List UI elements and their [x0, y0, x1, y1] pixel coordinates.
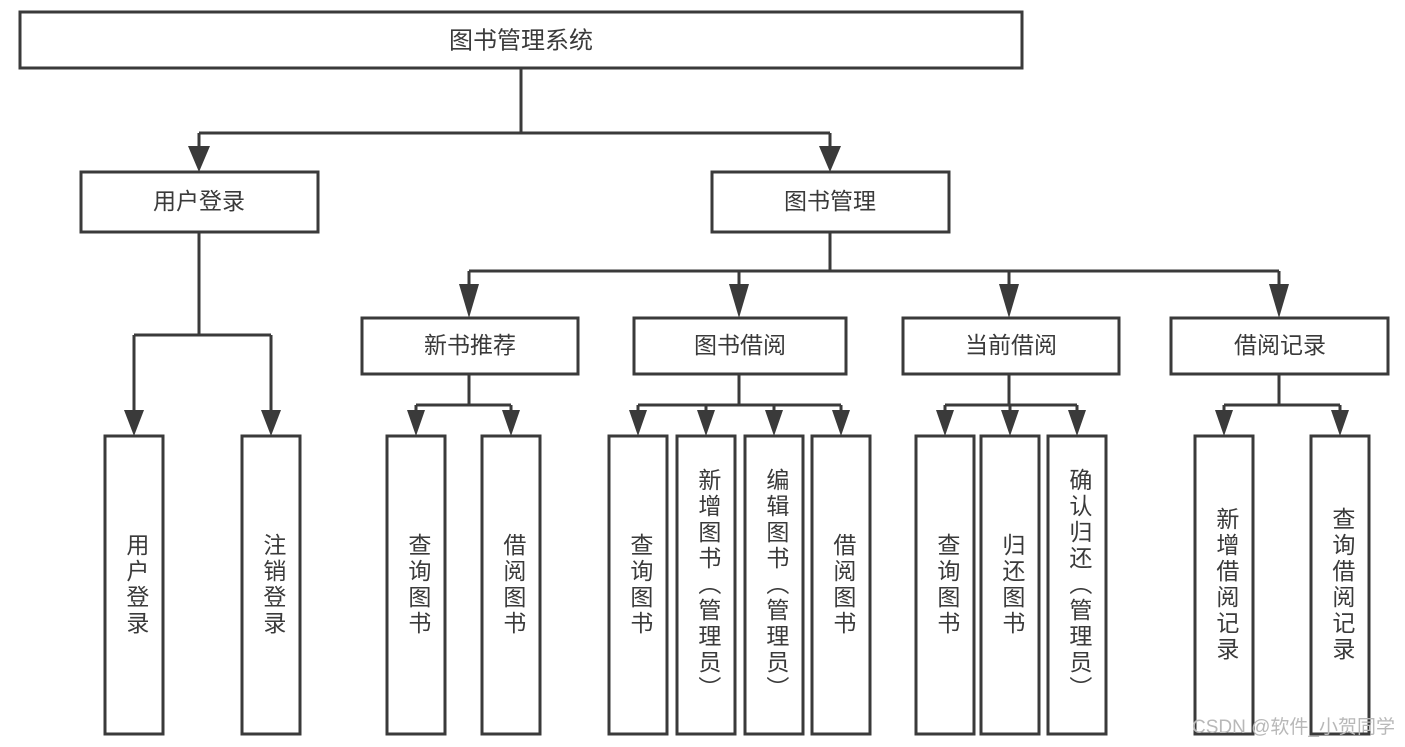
node-user-login-box[interactable]	[79, 170, 320, 234]
arrow-borrow	[729, 284, 749, 318]
leaf-query-book-new[interactable]: 查询图书	[385, 434, 447, 736]
leaf-borrow-book-borrow-label: 借阅图书	[830, 533, 857, 637]
leaf-add-borrow-record-label: 新增借阅记录	[1213, 507, 1240, 663]
connector-layer	[124, 68, 1349, 436]
node-book-borrow-label: 图书借阅	[694, 332, 786, 358]
arrow-leaf-logout	[261, 410, 281, 436]
leaf-query-book-borrow[interactable]: 查询图书	[607, 434, 669, 736]
leaf-query-book-new-box[interactable]	[385, 434, 447, 736]
node-new-book-recommend-box[interactable]	[360, 316, 580, 376]
leaf-confirm-return-admin-box[interactable]	[1046, 434, 1108, 736]
node-new-book-recommend-label: 新书推荐	[424, 332, 516, 358]
node-root-system[interactable]: 图书管理系统	[18, 10, 1024, 70]
leaf-logout-box[interactable]	[240, 434, 302, 736]
arrow-leaf-query-book-3	[936, 410, 954, 436]
arrow-leaf-query-book-2	[629, 410, 647, 436]
leaf-add-book-admin-label: 新增图书（管理员）	[695, 468, 722, 702]
arrow-record	[1269, 284, 1289, 318]
node-root-system-label: 图书管理系统	[449, 27, 593, 54]
arrow-current	[999, 284, 1019, 318]
arrow-user-login	[188, 146, 210, 172]
node-book-borrow-box[interactable]	[632, 316, 848, 376]
leaf-confirm-return-admin-label: 确认归还（管理员）	[1066, 468, 1093, 702]
leaf-add-book-admin-box[interactable]	[675, 434, 737, 736]
leaf-user-login-box[interactable]	[103, 434, 165, 736]
leaf-user-login[interactable]: 用户登录	[103, 434, 165, 736]
leaf-return-book[interactable]: 归还图书	[979, 434, 1041, 736]
arrow-new-book	[459, 284, 479, 318]
arrow-leaf-add-record	[1215, 410, 1233, 436]
node-user-login-label: 用户登录	[153, 188, 245, 214]
leaf-query-borrow-record[interactable]: 查询借阅记录	[1309, 434, 1371, 736]
arrow-leaf-user-login	[124, 410, 144, 436]
leaf-add-book-admin[interactable]: 新增图书（管理员）	[675, 434, 737, 736]
leaf-borrow-book-borrow-box[interactable]	[810, 434, 872, 736]
arrow-leaf-query-record	[1331, 410, 1349, 436]
leaf-logout-label: 注销登录	[260, 533, 287, 637]
leaf-edit-book-admin-label: 编辑图书（管理员）	[763, 468, 790, 702]
leaf-borrow-book-new-label: 借阅图书	[500, 533, 527, 637]
leaf-edit-book-admin-box[interactable]	[743, 434, 805, 736]
arrow-leaf-add-book	[697, 410, 715, 436]
arrow-leaf-edit-book	[765, 410, 783, 436]
arrow-leaf-borrow-book-1	[502, 410, 520, 436]
csdn-watermark: CSDN @软件_小贺同学	[1192, 716, 1395, 738]
leaf-confirm-return-admin[interactable]: 确认归还（管理员）	[1046, 434, 1108, 736]
node-book-management-box[interactable]	[710, 170, 951, 234]
leaf-user-login-label: 用户登录	[123, 533, 150, 637]
leaf-add-borrow-record-box[interactable]	[1193, 434, 1255, 736]
arrow-leaf-return-book	[1001, 410, 1019, 436]
leaf-return-book-box[interactable]	[979, 434, 1041, 736]
leaf-borrow-book-new-box[interactable]	[480, 434, 542, 736]
node-book-management[interactable]: 图书管理	[710, 170, 951, 234]
node-user-login[interactable]: 用户登录	[79, 170, 320, 234]
arrow-leaf-confirm-return	[1068, 410, 1086, 436]
leaf-query-borrow-record-label: 查询借阅记录	[1329, 507, 1356, 663]
leaf-logout[interactable]: 注销登录	[240, 434, 302, 736]
leaf-borrow-book-borrow[interactable]: 借阅图书	[810, 434, 872, 736]
leaf-query-book-current-label: 查询图书	[934, 533, 961, 637]
arrow-leaf-query-book-1	[407, 410, 425, 436]
leaf-edit-book-admin[interactable]: 编辑图书（管理员）	[743, 434, 805, 736]
leaf-add-borrow-record[interactable]: 新增借阅记录	[1193, 434, 1255, 736]
leaf-borrow-book-new[interactable]: 借阅图书	[480, 434, 542, 736]
leaf-query-borrow-record-box[interactable]	[1309, 434, 1371, 736]
arrow-leaf-borrow-book-2	[832, 410, 850, 436]
leaf-query-book-borrow-box[interactable]	[607, 434, 669, 736]
node-new-book-recommend[interactable]: 新书推荐	[360, 316, 580, 376]
node-book-management-label: 图书管理	[784, 188, 876, 214]
node-current-borrow[interactable]: 当前借阅	[901, 316, 1121, 376]
leaf-query-book-borrow-label: 查询图书	[627, 533, 654, 637]
arrow-book-mgmt	[819, 146, 841, 172]
node-borrow-record-label: 借阅记录	[1234, 332, 1326, 358]
leaf-query-book-current[interactable]: 查询图书	[914, 434, 976, 736]
node-book-borrow[interactable]: 图书借阅	[632, 316, 848, 376]
leaf-query-book-new-label: 查询图书	[405, 533, 432, 637]
node-current-borrow-label: 当前借阅	[965, 332, 1057, 358]
node-borrow-record[interactable]: 借阅记录	[1169, 316, 1390, 376]
node-root-system-box[interactable]	[18, 10, 1024, 70]
node-borrow-record-box[interactable]	[1169, 316, 1390, 376]
leaf-query-book-current-box[interactable]	[914, 434, 976, 736]
leaf-return-book-label: 归还图书	[999, 533, 1026, 637]
node-current-borrow-box[interactable]	[901, 316, 1121, 376]
